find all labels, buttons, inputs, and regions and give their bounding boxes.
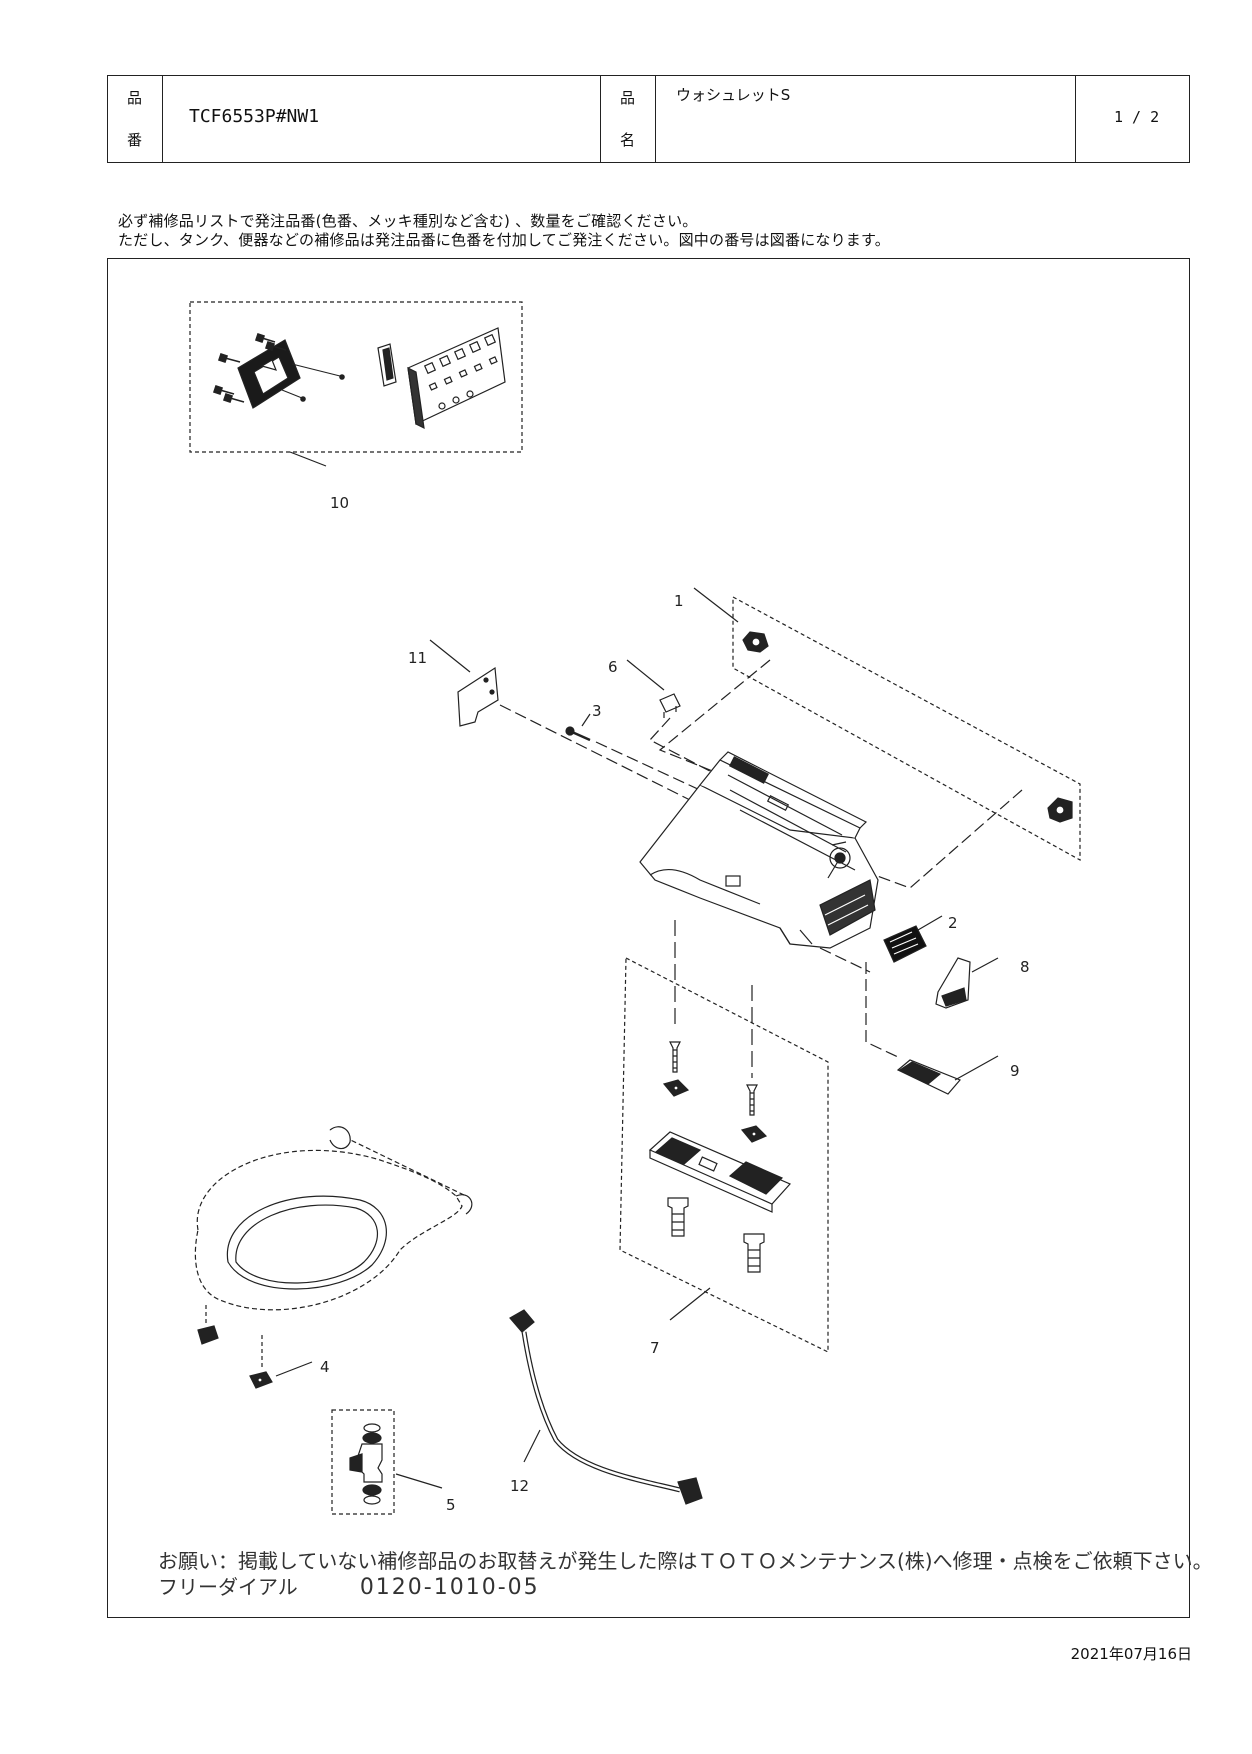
- filter-drawing: [819, 915, 943, 973]
- clip-drawing: [626, 659, 681, 718]
- callout-11: 11: [408, 649, 427, 667]
- mounting-base-kit-drawing: [619, 920, 829, 1353]
- document-date: 2021年07月16日: [1070, 1645, 1192, 1663]
- slide-plate-drawing: [865, 962, 999, 1095]
- exploded-diagram-frame: [107, 258, 1190, 1618]
- part-code-label-top: 品: [127, 89, 143, 107]
- product-name-label-top: 品: [620, 89, 636, 107]
- remote-control-kit-drawing: [189, 301, 523, 467]
- notice-line-1: 必ず補修品リストで発注品番(色番、メッキ種別など含む) 、数量をご確認ください。: [118, 212, 698, 230]
- callout-1: 1: [674, 592, 684, 610]
- notice-line-2: ただし、タンク、便器などの補修品は発注品番に色番を付加してご発注ください。図中の…: [118, 231, 890, 249]
- callout-7: 7: [650, 1339, 660, 1357]
- screw-3-drawing: [565, 713, 591, 742]
- callout-12: 12: [510, 1477, 529, 1495]
- part-code-label-cell: 品 番: [108, 76, 163, 162]
- free-dial-number: 0120-1010-05: [359, 1575, 540, 1600]
- free-dial-line: フリーダイアル 0120-1010-05: [158, 1571, 540, 1600]
- side-cover-plate-drawing: [429, 639, 499, 727]
- remote-wall-plate: [237, 339, 301, 409]
- callout-3: 3: [592, 702, 602, 720]
- callout-10: 10: [330, 494, 349, 512]
- callout-numbers: 10 1 11 6 3 2 8 9 4 7 5 12: [320, 494, 1030, 1514]
- anchor-screws: [212, 332, 345, 404]
- part-code: TCF6553P#NW1: [189, 106, 320, 127]
- callout-5: 5: [446, 1496, 456, 1514]
- remote-control-body: [407, 327, 506, 430]
- water-valve-drawing: [331, 1409, 443, 1515]
- part-code-cell: TCF6553P#NW1: [163, 76, 601, 162]
- supply-hose-drawing: [509, 1309, 703, 1505]
- toilet-seat-drawing: [194, 1126, 473, 1389]
- leader-10: [289, 451, 327, 467]
- header-table: 品 番 TCF6553P#NW1 品 名 ウォシュレットS 1 / 2: [107, 75, 1190, 163]
- callout-9: 9: [1010, 1062, 1020, 1080]
- product-name: ウォシュレットS: [676, 86, 791, 104]
- remote-kit-dashed-box: [189, 301, 523, 453]
- nozzle-cover-drawing: [935, 957, 999, 1009]
- assembly-guide-lines: [499, 704, 736, 801]
- main-body-unit-drawing: [639, 751, 879, 949]
- callout-6: 6: [608, 658, 618, 676]
- page-indicator: 1 / 2: [1114, 108, 1160, 126]
- remote-backing-plate: [377, 343, 397, 387]
- repair-request-text: お願い：掲載していない補修部品のお取替えが発生した際はＴＯＴＯメンテナンス(株)…: [158, 1549, 1213, 1573]
- callout-2: 2: [948, 914, 958, 932]
- product-name-label-bottom: 名: [620, 131, 636, 149]
- free-dial-label: フリーダイアル: [158, 1575, 298, 1599]
- part-code-label-bottom: 番: [127, 131, 143, 149]
- callout-4: 4: [320, 1358, 330, 1376]
- page-indicator-cell: 1 / 2: [1076, 76, 1189, 162]
- product-name-cell: ウォシュレットS: [656, 76, 1076, 162]
- product-name-label-cell: 品 名: [601, 76, 656, 162]
- callout-8: 8: [1020, 958, 1030, 976]
